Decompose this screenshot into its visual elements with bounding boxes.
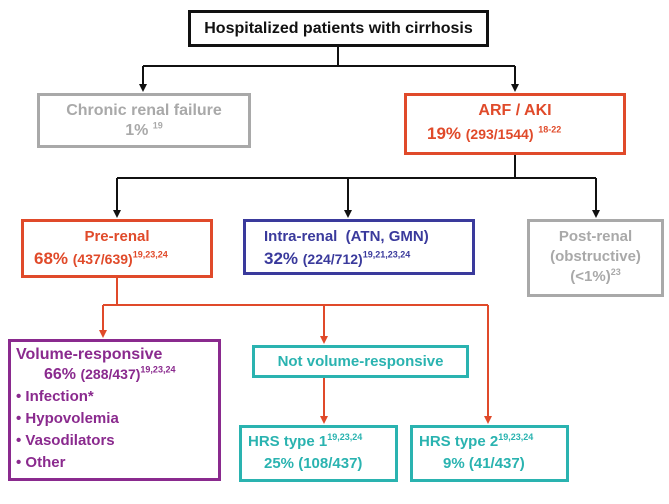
prerenal-title: Pre-renal	[84, 228, 150, 245]
crf-ref: 19	[152, 120, 163, 131]
hrs2-ref: 19,23,24	[498, 432, 534, 442]
notvol-title: Not volume-responsive	[277, 353, 444, 370]
crf-title: Chronic renal failure	[66, 102, 222, 119]
arf-pct: 19%	[427, 124, 462, 143]
prerenal-stat: 68% (437/639)19,23,24	[34, 249, 168, 269]
volresp-title: Volume-responsive	[16, 346, 163, 363]
postrenal-pct: (<1%)	[570, 268, 611, 285]
hrs2-box: HRS type 219,23,24 9% (41/437)	[410, 425, 569, 482]
arf-ref: 18-22	[538, 124, 562, 135]
arf-count: (293/1544)	[465, 126, 534, 142]
volresp-ref: 19,23,24	[140, 364, 176, 375]
prerenal-count: (437/639)	[72, 251, 133, 267]
volresp-item-infection: • Infection*	[16, 388, 94, 405]
volresp-count: (288/437)	[80, 366, 141, 382]
hrs2-pct: 9%	[443, 455, 465, 472]
hrs1-ref: 19,23,24	[327, 432, 363, 442]
postrenal-title: Post-renal	[558, 228, 633, 245]
hrs2-title: HRS type 2	[419, 433, 499, 450]
arf-box: ARF / AKI 19% (293/1544) 18-22	[404, 93, 626, 155]
volresp-pct: 66%	[44, 366, 77, 383]
crf-box: Chronic renal failure 1% 19	[37, 93, 251, 148]
intrarenal-stat: 32% (224/712)19,21,23,24	[264, 249, 410, 269]
intrarenal-pct: 32%	[264, 249, 299, 268]
hrs2-count: (41/437)	[468, 455, 525, 472]
postrenal-subtitle: (obstructive)	[550, 248, 641, 265]
volresp-box: Volume-responsive 66% (288/437)19,23,24 …	[8, 339, 221, 481]
hrs1-stat: 25% (108/437)	[264, 455, 362, 472]
hrs1-pct: 25%	[264, 455, 295, 472]
prerenal-pct: 68%	[34, 249, 69, 268]
arf-title: ARF / AKI	[478, 102, 552, 119]
prerenal-box: Pre-renal 68% (437/639)19,23,24	[21, 219, 213, 278]
top-title: Hospitalized patients with cirrhosis	[204, 20, 473, 37]
prerenal-ref: 19,23,24	[132, 249, 168, 260]
hrs1-title-line: HRS type 119,23,24	[248, 432, 363, 451]
arf-stat: 19% (293/1544) 18-22	[427, 124, 561, 144]
volresp-stat: 66% (288/437)19,23,24	[44, 364, 176, 384]
hrs1-title: HRS type 1	[248, 433, 328, 450]
volresp-item-hypovolemia: • Hypovolemia	[16, 410, 119, 427]
postrenal-stat: (<1%)23	[530, 267, 661, 286]
top-box: Hospitalized patients with cirrhosis	[188, 10, 489, 47]
hrs1-count: (108/437)	[298, 455, 363, 472]
crf-pct: 1%	[125, 122, 149, 139]
intrarenal-box: Intra-renal (ATN, GMN) 32% (224/712)19,2…	[243, 219, 475, 275]
intrarenal-title: Intra-renal (ATN, GMN)	[264, 228, 429, 245]
crf-stat: 1% 19	[40, 120, 248, 140]
intrarenal-count: (224/712)	[302, 251, 363, 267]
hrs2-title-line: HRS type 219,23,24	[419, 432, 534, 451]
hrs2-stat: 9% (41/437)	[443, 455, 525, 472]
intrarenal-ref: 19,21,23,24	[362, 249, 411, 260]
postrenal-box: Post-renal (obstructive) (<1%)23	[527, 219, 664, 297]
hrs1-box: HRS type 119,23,24 25% (108/437)	[239, 425, 398, 482]
postrenal-ref: 23	[610, 267, 621, 277]
notvol-box: Not volume-responsive	[252, 345, 469, 378]
volresp-item-other: • Other	[16, 454, 66, 471]
volresp-item-vasodilators: • Vasodilators	[16, 432, 115, 449]
